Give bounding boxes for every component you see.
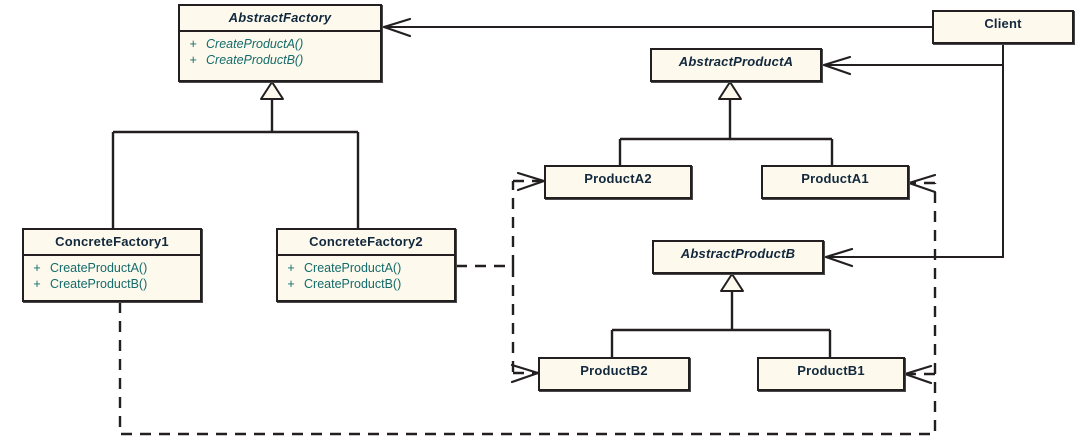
class-members-concrete-factory1: + CreateProductA() + CreateProductB() bbox=[24, 256, 200, 297]
class-box-concrete-factory2[interactable]: ConcreteFactory2 + CreateProductA() + Cr… bbox=[276, 228, 456, 302]
class-member: + CreateProductB() bbox=[278, 276, 454, 292]
class-title-abstract-product-a: AbstractProductA bbox=[678, 54, 794, 69]
class-member: + CreateProductB() bbox=[180, 52, 380, 68]
class-members-abstract-factory: + CreateProductA() + CreateProductB() bbox=[180, 32, 380, 73]
class-box-abstract-product-a[interactable]: AbstractProductA bbox=[650, 48, 822, 82]
member-visibility: + bbox=[33, 277, 41, 291]
member-label: CreateProductB() bbox=[50, 277, 148, 291]
class-member: + CreateProductA() bbox=[278, 260, 454, 276]
class-title-product-a2: ProductA2 bbox=[584, 171, 652, 186]
member-label: CreateProductA() bbox=[304, 261, 402, 275]
member-visibility: + bbox=[189, 53, 197, 67]
class-title-product-b2: ProductB2 bbox=[580, 363, 648, 378]
assoc-client-to-abstractproducta[interactable] bbox=[822, 44, 1004, 76]
member-visibility: + bbox=[287, 261, 295, 275]
class-title-abstract-product-b: AbstractProductB bbox=[680, 246, 796, 261]
member-label: CreateProductA() bbox=[206, 37, 304, 51]
class-box-product-b1[interactable]: ProductB1 bbox=[757, 357, 905, 391]
member-label: CreateProductB() bbox=[206, 53, 304, 67]
member-label: CreateProductA() bbox=[50, 261, 148, 275]
dependency-concretefactory1-to-products[interactable] bbox=[118, 173, 937, 436]
class-box-product-a2[interactable]: ProductA2 bbox=[544, 165, 692, 199]
generalization-factories-to-abstractfactory[interactable] bbox=[111, 81, 360, 228]
member-label: CreateProductB() bbox=[304, 277, 402, 291]
class-box-abstract-factory[interactable]: AbstractFactory + CreateProductA() + Cre… bbox=[178, 4, 382, 82]
class-member: + CreateProductB() bbox=[24, 276, 200, 292]
assoc-client-to-abstractfactory[interactable] bbox=[382, 17, 932, 38]
dependency-concretefactory2-to-products[interactable] bbox=[456, 171, 546, 384]
member-visibility: + bbox=[287, 277, 295, 291]
class-box-abstract-product-b[interactable]: AbstractProductB bbox=[652, 240, 824, 274]
generalization-productb-to-abstractproductb[interactable] bbox=[610, 273, 832, 357]
class-title-abstract-factory: AbstractFactory bbox=[180, 6, 380, 32]
class-member: + CreateProductA() bbox=[24, 260, 200, 276]
class-box-concrete-factory1[interactable]: ConcreteFactory1 + CreateProductA() + Cr… bbox=[22, 228, 202, 302]
member-visibility: + bbox=[33, 261, 41, 275]
class-title-concrete-factory2: ConcreteFactory2 bbox=[278, 230, 454, 256]
assoc-client-to-abstractproductb[interactable] bbox=[824, 65, 1004, 268]
class-box-product-b2[interactable]: ProductB2 bbox=[538, 357, 690, 391]
class-title-product-a1: ProductA1 bbox=[801, 171, 869, 186]
class-box-product-a1[interactable]: ProductA1 bbox=[761, 165, 909, 199]
class-title-client: Client bbox=[984, 16, 1022, 31]
generalization-producta-to-abstractproducta[interactable] bbox=[618, 81, 834, 165]
class-member: + CreateProductA() bbox=[180, 36, 380, 52]
class-title-concrete-factory1: ConcreteFactory1 bbox=[24, 230, 200, 256]
class-box-client[interactable]: Client bbox=[932, 10, 1074, 44]
member-visibility: + bbox=[189, 37, 197, 51]
class-title-product-b1: ProductB1 bbox=[797, 363, 865, 378]
class-members-concrete-factory2: + CreateProductA() + CreateProductB() bbox=[278, 256, 454, 297]
